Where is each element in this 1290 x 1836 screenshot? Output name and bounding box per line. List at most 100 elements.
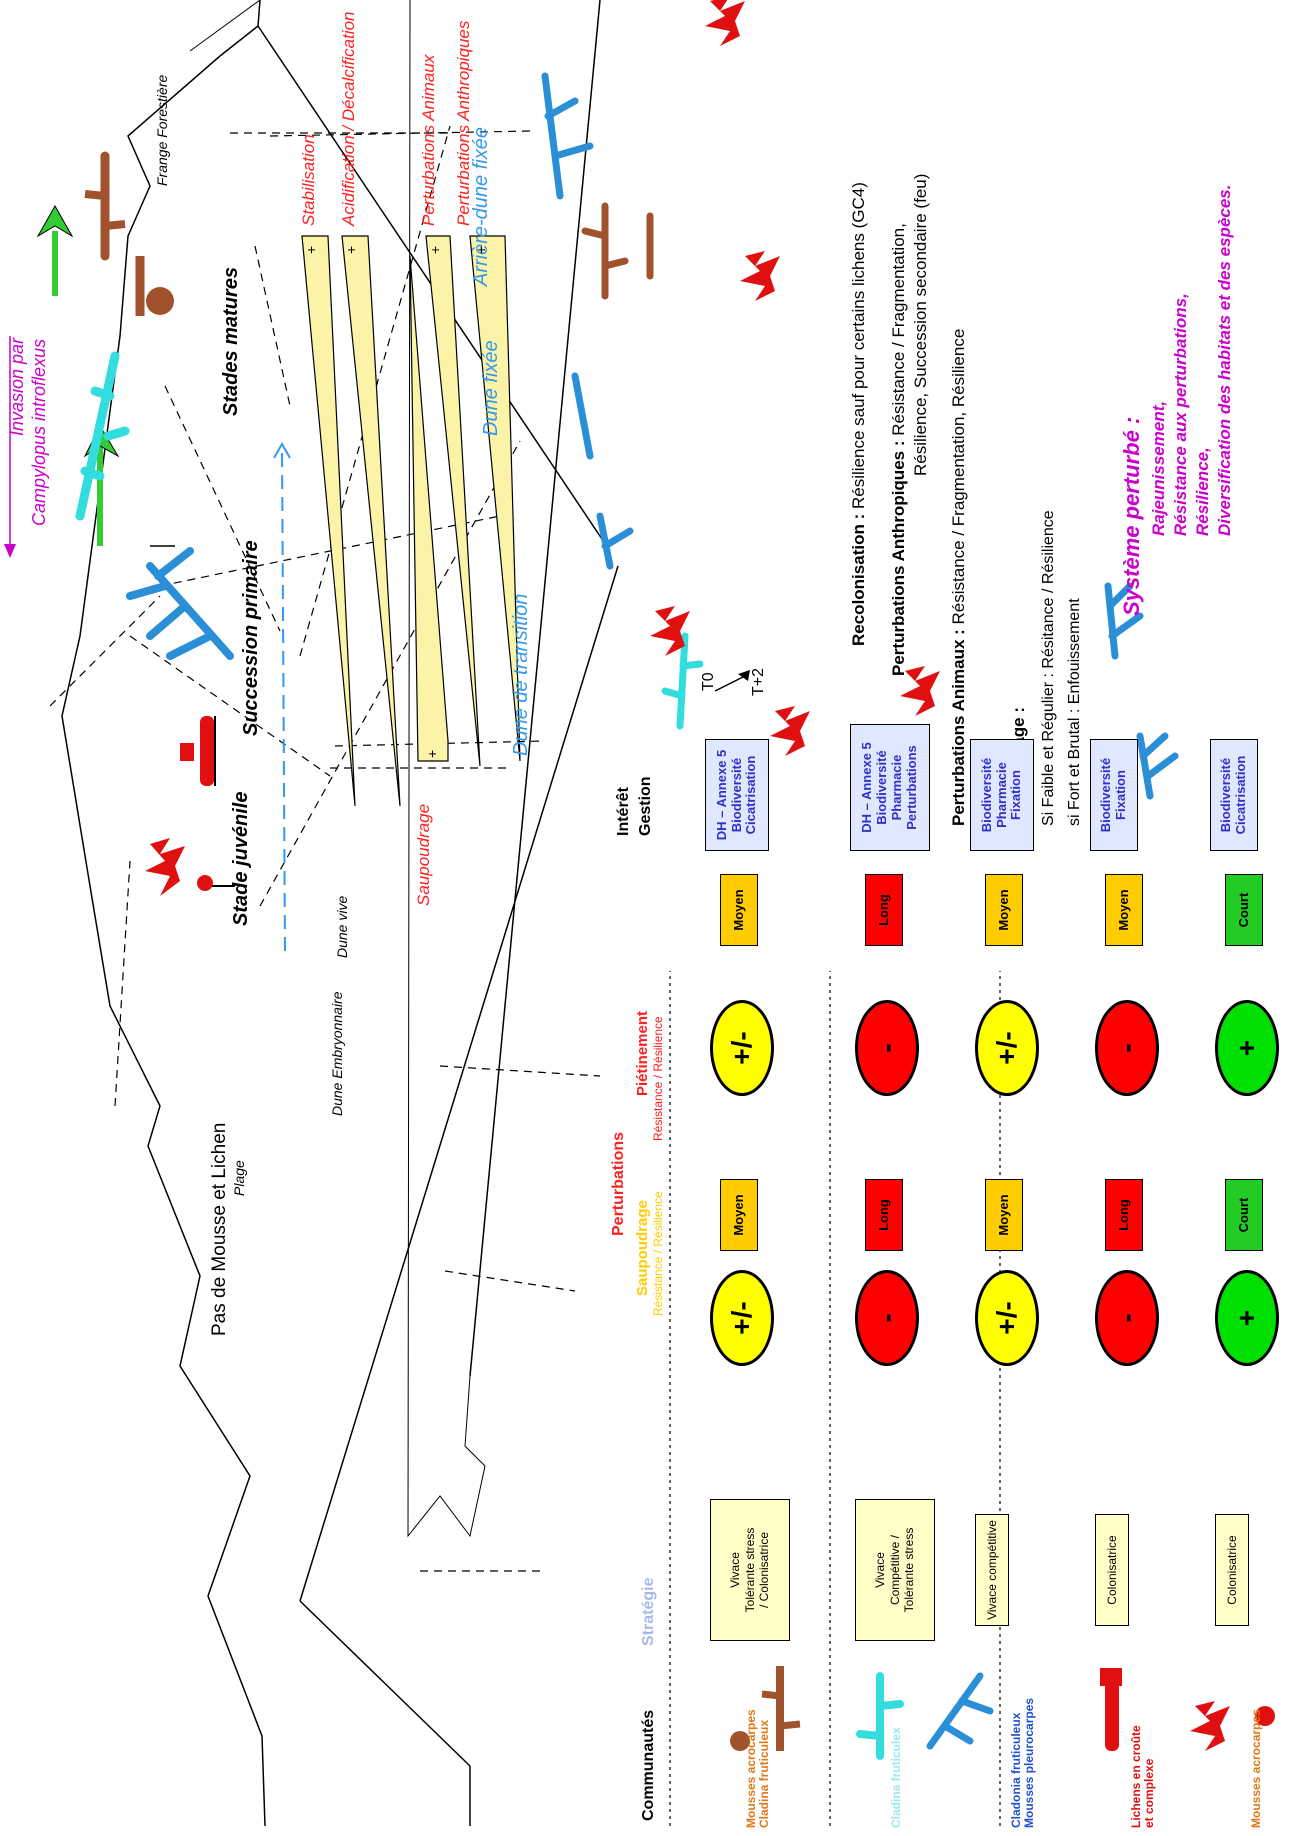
band-label-1: Acidification / Décalcification <box>339 11 358 226</box>
band-acidification <box>341 235 401 807</box>
gestion-line: Cicatrisation <box>1233 755 1248 835</box>
gestion-line: Cicatrisation <box>743 755 759 835</box>
gestion-line: Biodiversité <box>728 757 744 833</box>
zone-nomoss: Pas de Mousse et Lichen <box>209 1122 230 1336</box>
resilience-box: Long <box>865 1179 903 1251</box>
stage-mature: Stades matures <box>220 267 242 416</box>
block-front-edge <box>469 0 601 1377</box>
band-sign-3: + <box>473 245 489 254</box>
legend-saup-1: Si Faible et Régulier : Résitance / Rési… <box>1040 510 1057 826</box>
succession-arrow <box>281 445 286 952</box>
effect-circle: - <box>855 1270 919 1366</box>
legend-anthro-2: Résilience, Succession secondaire (feu) <box>911 173 930 476</box>
strategy-line: Tolérante stress <box>742 1527 757 1613</box>
legend-anthro-text: Résistance / Fragmentation, <box>889 223 908 436</box>
community-label-line: Mousses acrocarpes <box>1249 1709 1263 1828</box>
resilience-box: Moyen <box>720 874 758 946</box>
legend-anthro: Perturbations Anthropiques : Résistance … <box>889 223 909 677</box>
header-perturbations: Perturbations <box>610 1131 627 1236</box>
invasion-arrowhead <box>4 544 16 558</box>
band-sign-1: + <box>343 245 359 254</box>
succession-arrowhead <box>273 441 291 459</box>
effect-circle: +/- <box>710 1270 774 1366</box>
gestion-line: Pharmacie <box>889 754 904 821</box>
header-interet: Intérêt <box>615 787 632 836</box>
legend-saup-2: si Fort et Brutal : Enfouissement <box>1066 598 1083 826</box>
effect-circle: - <box>855 1000 919 1096</box>
row4-red-crust-icon <box>1100 1668 1122 1751</box>
zone-line-5 <box>269 130 531 137</box>
community-label-line: Mousses pleurocarpes <box>1022 1697 1037 1828</box>
resilience-box: Long <box>1105 1179 1143 1251</box>
mature-cluster-1-icon <box>541 72 1179 800</box>
band-sign-4: + <box>424 749 440 758</box>
divider-5 <box>299 125 451 657</box>
invasion-line1: Invasion par <box>7 337 27 436</box>
community-label: Cladina fruticulex <box>889 1727 903 1828</box>
row1-brown-moss-icon <box>730 1666 801 1751</box>
red-moss-icon <box>145 838 235 896</box>
strategy-line: Compétitive / <box>887 1535 902 1606</box>
strategy-line: Colonisatrice <box>1104 1535 1119 1605</box>
band-anthropiques <box>469 235 521 762</box>
community-label-line: Cladina fruticulex <box>889 1727 903 1828</box>
strategy-line: Vivace <box>728 1552 743 1588</box>
time-arrow <box>714 675 746 692</box>
zone-line-2 <box>444 1270 576 1292</box>
band-label-2: Perturbations Animaux <box>419 54 438 226</box>
resilience-box: Moyen <box>1105 874 1143 946</box>
header-gestion: Gestion <box>637 776 654 836</box>
effect-circle: +/- <box>710 1000 774 1096</box>
resilience-box: Long <box>865 874 903 946</box>
dune-profile <box>61 55 266 1827</box>
band-animaux <box>425 235 481 767</box>
header-saup-sub: Résistance / Résilience <box>651 1191 665 1316</box>
time-arrowhead <box>738 670 750 681</box>
strategy-box: Vivace compétitive <box>975 1514 1009 1626</box>
community-label: Mousses acrocarpes <box>1249 1709 1263 1828</box>
legend-recolonisation-title: Recolonisation : <box>849 513 868 646</box>
time-t0: T0 <box>700 672 717 691</box>
block-top-back <box>299 565 619 1602</box>
resilience-box: Court <box>1225 874 1263 946</box>
divider-8 <box>129 635 331 777</box>
zone-embryo: Dune Embryonnaire <box>329 991 345 1116</box>
row3-blue-cladonia-icon <box>926 1672 994 1750</box>
zone-fixed: Dune fixée <box>480 340 502 436</box>
zone-line-3 <box>439 1065 601 1077</box>
zone-live: Dune vive <box>334 895 350 958</box>
invasion-line2: Campylopus introflexus <box>29 338 49 526</box>
band-label-0: Stabilisation <box>299 134 318 226</box>
zone-forest: Frange Forestière <box>154 74 170 186</box>
band-stabilisation <box>301 235 356 807</box>
zone-beach: Plage <box>231 1160 247 1196</box>
legend-anthro-title: Perturbations Anthropiques : <box>889 440 908 677</box>
gestion-line: Fixation <box>1008 770 1024 820</box>
system-item-3: Diversification des habitats et des espè… <box>1215 184 1234 536</box>
strategy-line: Colonisatrice <box>1224 1535 1239 1605</box>
brown-moss-icon <box>84 151 174 316</box>
resilience-box: Moyen <box>985 1179 1023 1251</box>
divider-3 <box>49 595 161 707</box>
band-label-3: Perturbations Anthropiques <box>454 20 473 226</box>
corner-edge <box>189 0 261 52</box>
block-wall <box>407 0 486 1538</box>
strategy-line: / Colonisatrice <box>757 1532 772 1609</box>
system-item-2: Résilience, <box>1193 447 1212 536</box>
resilience-box: Moyen <box>720 1179 758 1251</box>
gestion-line: Biodiversité <box>874 750 890 825</box>
strategy-line: Tolérante stress <box>902 1527 917 1613</box>
stage-primary: Succession primaire <box>240 540 262 736</box>
